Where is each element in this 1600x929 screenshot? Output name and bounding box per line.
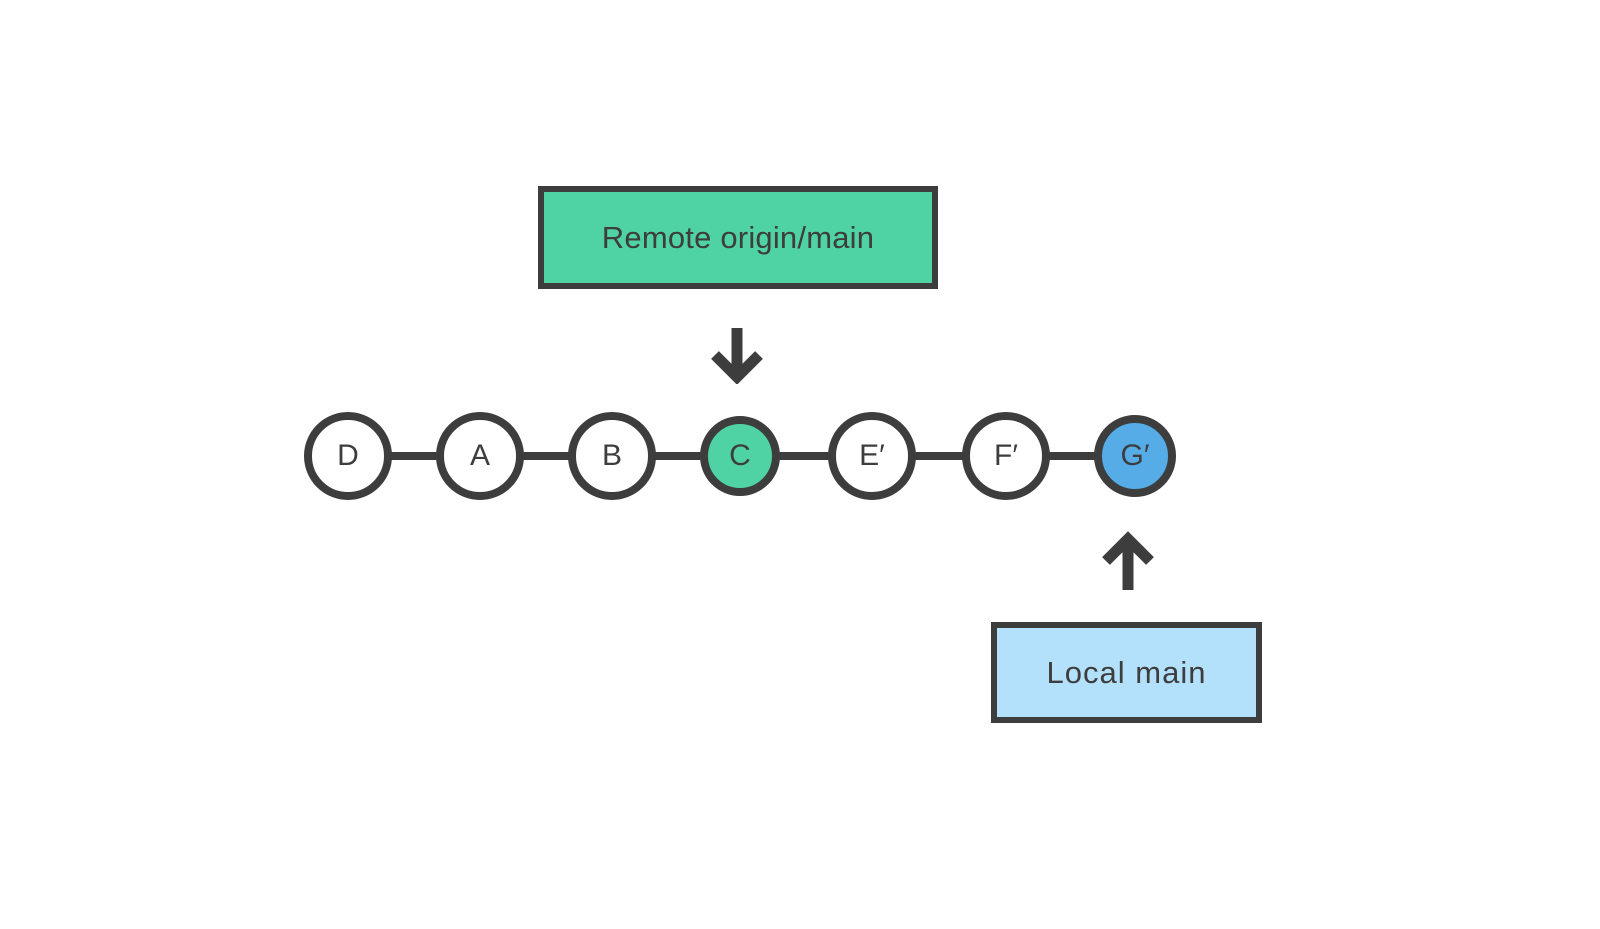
- local-branch-label-box: Local main: [991, 622, 1262, 723]
- connector-a-b: [516, 452, 574, 460]
- commit-node-g-prime[interactable]: G′: [1094, 415, 1176, 497]
- commit-node-d[interactable]: D: [304, 412, 392, 500]
- arrow-down-remote-to-c: [707, 322, 767, 389]
- commit-node-f-prime[interactable]: F′: [962, 412, 1050, 500]
- commit-label-b: B: [601, 439, 622, 472]
- commit-label-d: D: [337, 439, 359, 472]
- connector-d-a: [384, 452, 442, 460]
- commit-label-c: C: [729, 439, 751, 472]
- connector-e-f: [910, 452, 968, 460]
- connector-f-g: [1042, 452, 1100, 460]
- connector-c-e: [774, 452, 834, 460]
- commit-chain: D A B C E′ F′ G′: [304, 410, 1176, 502]
- commit-label-a: A: [469, 439, 490, 472]
- commit-node-b[interactable]: B: [568, 412, 656, 500]
- remote-branch-label-box: Remote origin/main: [538, 186, 938, 289]
- connector-b-c: [648, 452, 706, 460]
- remote-branch-label-text: Remote origin/main: [601, 219, 875, 255]
- commit-node-e-prime[interactable]: E′: [828, 412, 916, 500]
- local-branch-label-text: Local main: [1046, 654, 1207, 690]
- commit-label-f-prime: F′: [994, 439, 1018, 472]
- arrow-up-local-to-g-prime: [1098, 530, 1158, 601]
- commit-node-a[interactable]: A: [436, 412, 524, 500]
- commit-label-e-prime: E′: [859, 439, 885, 472]
- commit-node-c[interactable]: C: [700, 416, 780, 496]
- commit-label-g-prime: G′: [1120, 439, 1150, 472]
